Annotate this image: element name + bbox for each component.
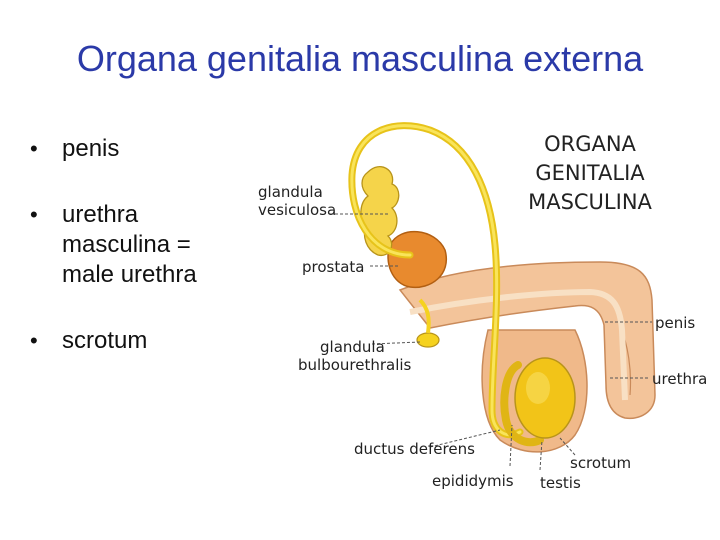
anatomy-illustration bbox=[330, 122, 656, 471]
label-glandula-bulbourethralis: glandula bulbourethralis bbox=[298, 338, 412, 374]
figure-title-line: ORGANA bbox=[544, 132, 636, 156]
bullet-urethra: urethra masculina = male urethra bbox=[30, 200, 245, 290]
bullet-penis: penis bbox=[30, 134, 245, 164]
prostata-shape bbox=[387, 231, 448, 289]
label-epididymis: epididymis bbox=[432, 472, 514, 490]
glandula-bulbourethralis-shape bbox=[416, 332, 440, 348]
label-prostata: prostata bbox=[302, 258, 365, 276]
slide-title: Organa genitalia masculina externa bbox=[76, 38, 644, 79]
figure-title: ORGANA GENITALIA MASCULINA bbox=[490, 130, 690, 217]
label-glandula-vesiculosa: glandula vesiculosa bbox=[258, 183, 337, 219]
bullet-scrotum: scrotum bbox=[30, 326, 245, 356]
label-scrotum: scrotum bbox=[570, 454, 632, 472]
label-testis: testis bbox=[540, 474, 581, 492]
epididymis-shape bbox=[500, 361, 544, 447]
label-penis: penis bbox=[655, 314, 696, 332]
bullet-list: penis urethra masculina = male urethra s… bbox=[30, 134, 245, 392]
label-urethra: urethra bbox=[652, 370, 708, 388]
figure-title-line: GENITALIA bbox=[535, 161, 645, 185]
figure-title-line: MASCULINA bbox=[528, 190, 652, 214]
label-ductus-deferens: ductus deferens bbox=[354, 440, 475, 458]
